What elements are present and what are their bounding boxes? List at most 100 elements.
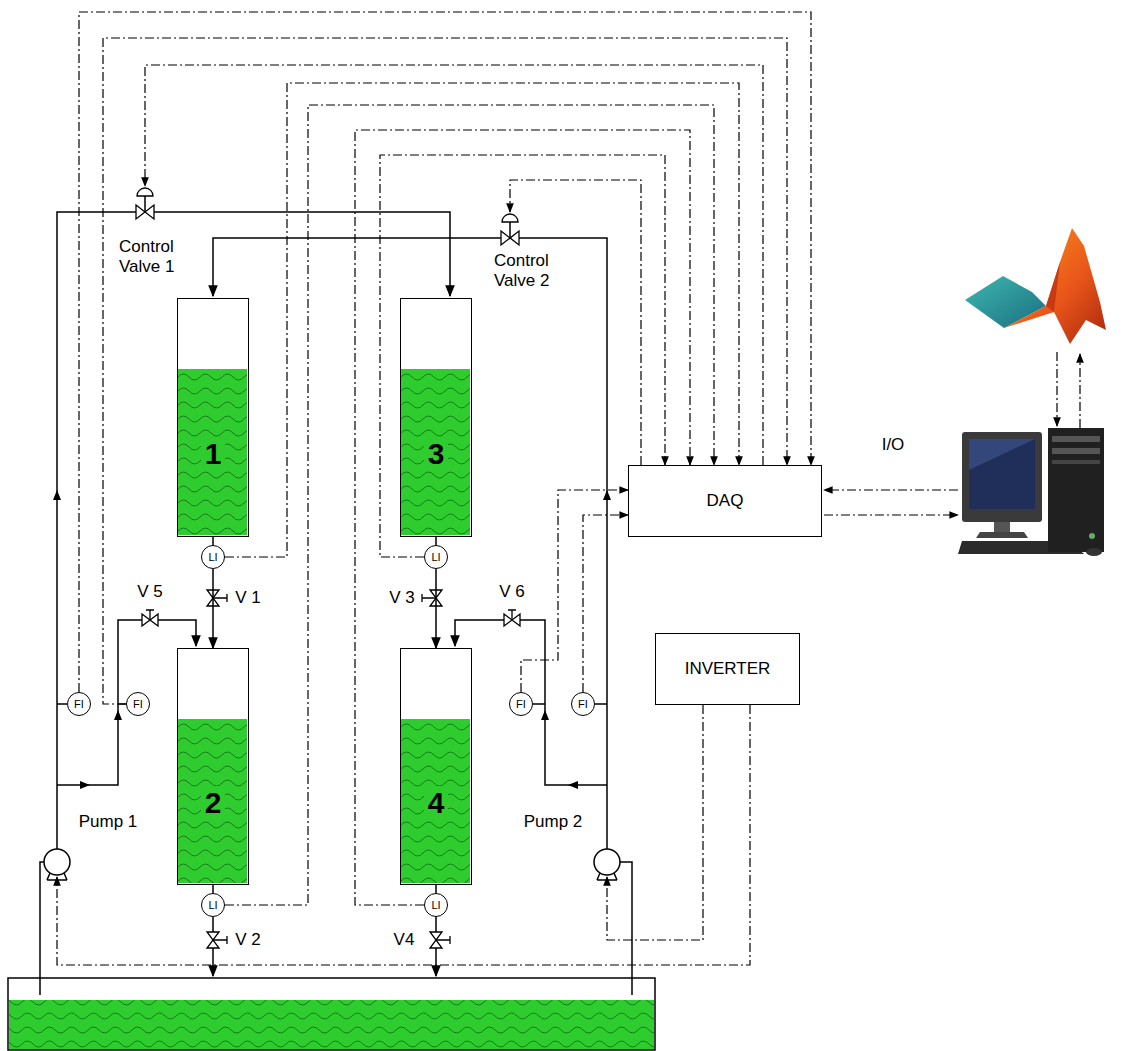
lower-tank: 2: [177, 648, 249, 885]
upper-tank: 3: [400, 298, 472, 537]
reservoir-tank: [8, 978, 655, 1050]
flow-sensor: FI: [126, 692, 150, 716]
flow-sensor: FI: [509, 692, 533, 716]
instrument-tag: FI: [133, 699, 143, 710]
liquid-fill: [401, 299, 470, 535]
liquid-fill: [178, 649, 247, 883]
flow-sensor: FI: [67, 692, 91, 716]
valve-label: V4: [393, 930, 416, 950]
liquid-fill: [401, 719, 470, 883]
instrument-tag: FI: [516, 699, 526, 710]
software-logo: [1046, 262, 1060, 312]
computer-icon: [976, 532, 1028, 538]
hand-valve-symbol: [436, 936, 450, 944]
liquid-fill: [178, 369, 247, 535]
software-logo: [965, 276, 1046, 328]
inverter-box: INVERTER: [655, 633, 800, 705]
liquid-waves: [401, 369, 470, 535]
control-valve-symbol: [509, 222, 511, 238]
liquid-fill: [178, 299, 247, 535]
computer-icon: [1086, 548, 1102, 556]
reservoir-tank: [8, 978, 655, 1050]
process-pipe: [212, 569, 214, 648]
tank-number: 2: [201, 786, 226, 819]
hand-valve-symbol: [146, 610, 154, 620]
hand-valve-symbol: [213, 936, 227, 944]
pump-symbol: [44, 849, 70, 875]
computer-icon: [962, 432, 1042, 522]
liquid-waves: [401, 719, 470, 883]
process-pipe: [620, 862, 632, 995]
signal-line: [380, 155, 665, 557]
liquid-waves: [178, 369, 247, 535]
hand-valve-symbol: [422, 594, 436, 602]
instrument-tag: FI: [578, 699, 588, 710]
pump-symbol: [594, 849, 620, 875]
process-pipe: [57, 620, 196, 785]
box-label: INVERTER: [685, 659, 771, 679]
signal-line: [57, 705, 750, 965]
process-pipe: [455, 620, 607, 785]
signal-line: [824, 489, 958, 490]
level-sensor: LI: [201, 545, 225, 569]
io-label: I/O: [881, 435, 906, 455]
hand-valve-symbol: [213, 594, 227, 602]
signal-line: [583, 515, 628, 692]
instrument-tag: LI: [208, 900, 217, 911]
computer-icon: [969, 439, 1035, 470]
control-valve-symbol: [144, 196, 146, 212]
reservoir-tank: [9, 1000, 654, 1049]
software-logo: [1004, 228, 1106, 344]
level-sensor: LI: [424, 893, 448, 917]
liquid-fill: [401, 369, 470, 535]
computer-icon: [1052, 436, 1100, 442]
valve-label: V 2: [234, 930, 262, 950]
flow-sensor: FI: [571, 692, 595, 716]
signal-line: [57, 65, 1080, 965]
valve-label: V 5: [136, 582, 164, 602]
process-pipe: [40, 862, 44, 995]
liquid-fill: [401, 649, 470, 883]
pump-symbol: [44, 849, 620, 880]
computer-icon: [1052, 460, 1100, 464]
tank-number: 4: [424, 786, 449, 819]
process-pipe: [53, 490, 611, 789]
valve-label: Control Valve 2: [493, 251, 577, 292]
instrument-tag: LI: [431, 900, 440, 911]
hand-valve-symbol: [142, 590, 520, 948]
process-pipe: [435, 885, 437, 893]
signal-line: [510, 180, 641, 465]
level-sensor: LI: [424, 545, 448, 569]
process-pipe: [435, 569, 437, 648]
box-label: DAQ: [707, 491, 744, 511]
signal-line: [1079, 354, 1080, 428]
pump-label: Pump 2: [523, 812, 584, 832]
instrument-tag: FI: [74, 699, 84, 710]
process-pipe: [57, 212, 450, 849]
process-pipe: [40, 212, 632, 995]
signal-line: [824, 514, 958, 515]
instrument-tag: LI: [208, 552, 217, 563]
upper-tank: 1: [177, 298, 249, 537]
computer-icon: [1089, 533, 1095, 539]
lower-tank: 4: [400, 648, 472, 885]
valve-label: Control Valve 1: [118, 237, 198, 278]
hand-valve-symbol: [508, 610, 516, 620]
signal-line: [521, 490, 628, 692]
tank-number: 1: [201, 437, 226, 470]
signal-line: [79, 12, 811, 692]
software-logo: [965, 228, 1106, 344]
computer-icon: [994, 522, 1010, 532]
tank-number: 3: [424, 437, 449, 470]
computer-icon: [969, 439, 1035, 509]
control-valve-symbol: [137, 188, 153, 196]
process-pipe: [212, 885, 214, 893]
valve-label: V 1: [234, 588, 262, 608]
process-pipe: [435, 537, 437, 545]
liquid-waves: [178, 719, 247, 883]
signal-line: [1056, 352, 1057, 426]
signal-line: [103, 38, 787, 704]
